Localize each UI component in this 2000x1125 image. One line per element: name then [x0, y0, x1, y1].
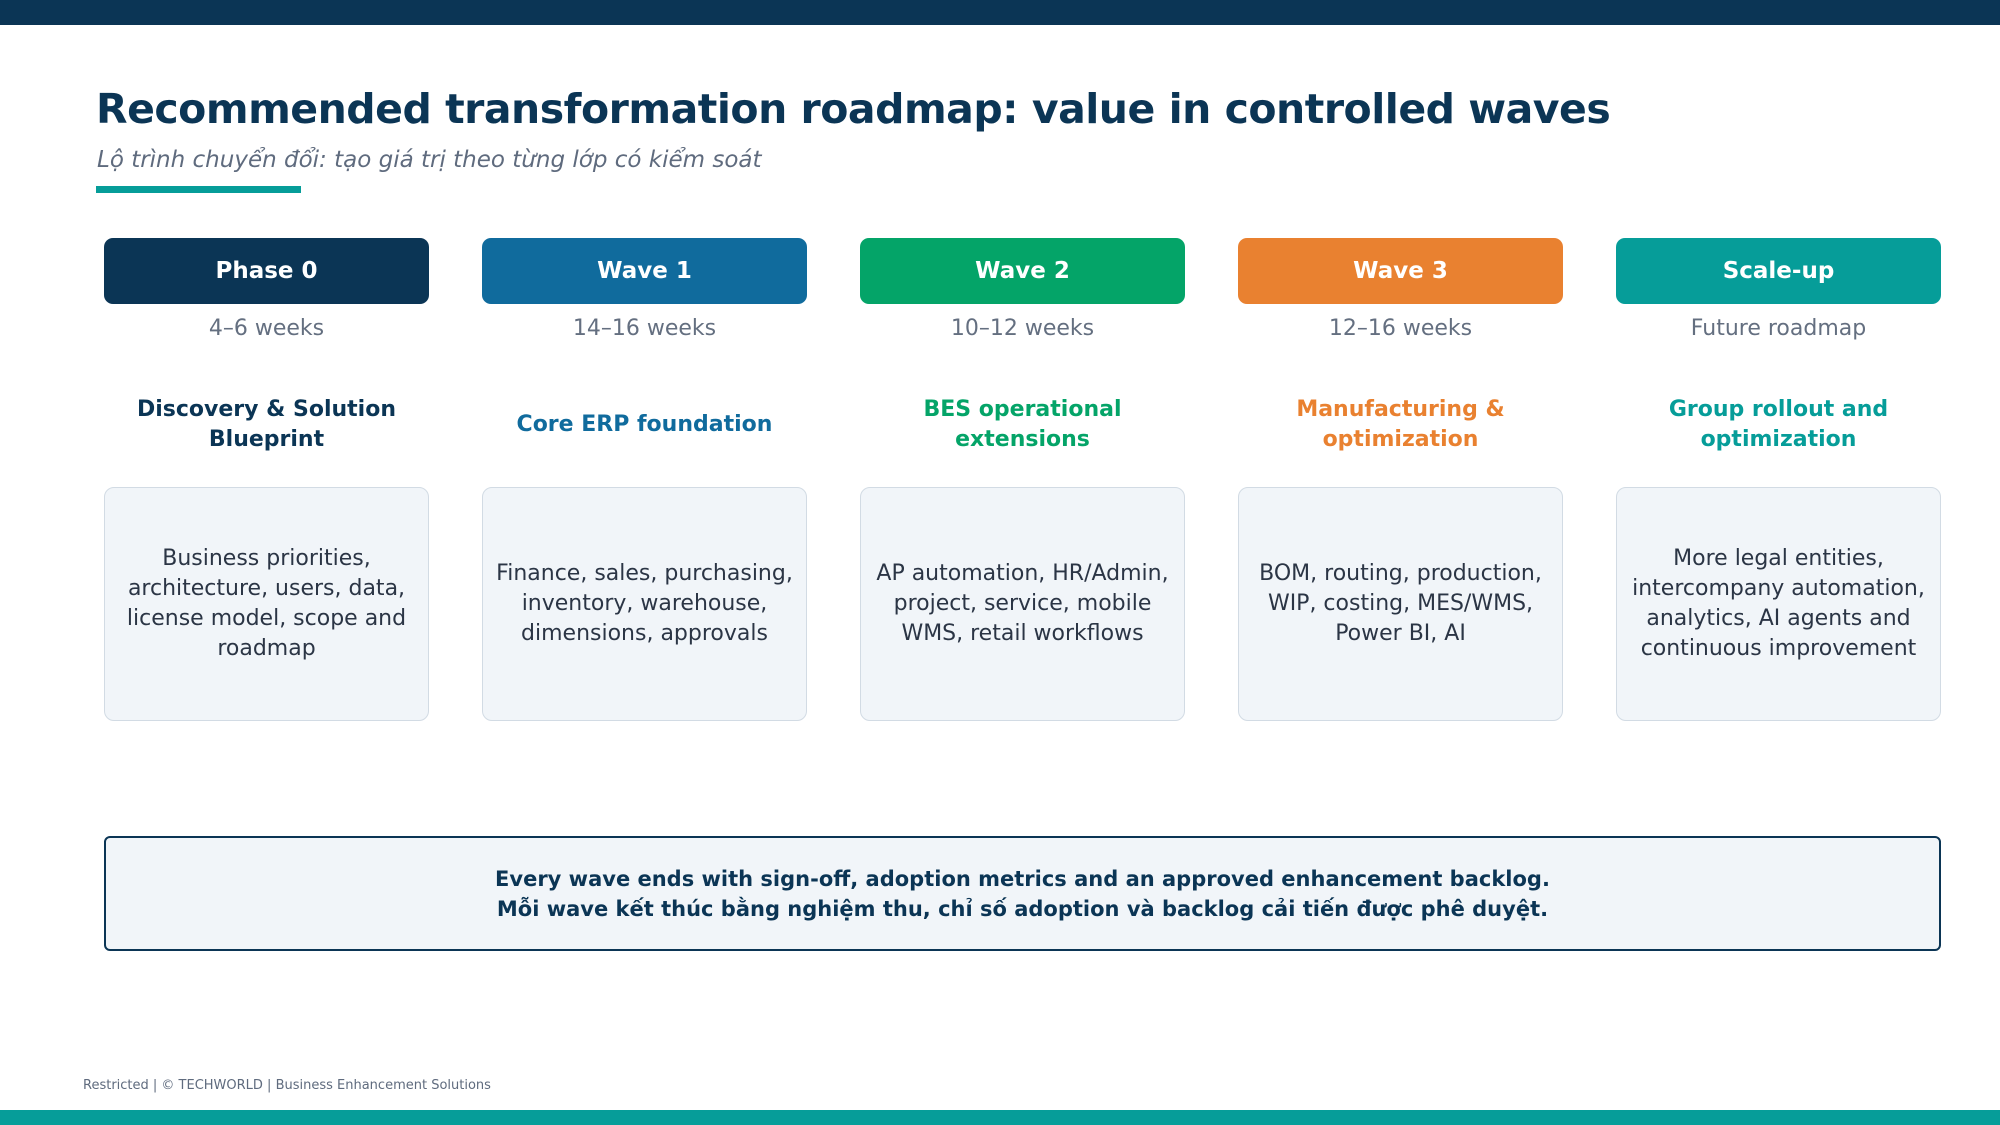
phase-label: Scale-up: [1722, 258, 1835, 284]
phase-description: Finance, sales, purchasing, inventory, w…: [496, 561, 793, 646]
phase-pill: Scale-up: [1616, 238, 1941, 304]
phase-duration: 12–16 weeks: [1328, 316, 1473, 341]
phase-label: Phase 0: [215, 258, 318, 284]
phase-description: AP automation, HR/Admin, project, servic…: [876, 561, 1169, 646]
note-line-english: Every wave ends with sign-off, adoption …: [495, 866, 1550, 891]
governance-note-box: Every wave ends with sign-off, adoption …: [104, 836, 1941, 951]
phase-description-box: Finance, sales, purchasing, inventory, w…: [482, 487, 807, 721]
phase-pill: Wave 1: [482, 238, 807, 304]
phase-pill: Phase 0: [104, 238, 429, 304]
phase-description: More legal entities, intercompany automa…: [1632, 546, 1925, 661]
title-underline: [96, 186, 301, 193]
phase-duration: Future roadmap: [1690, 316, 1867, 341]
phase-duration: 10–12 weeks: [950, 316, 1095, 341]
phase-title: Discovery & Solution Blueprint: [104, 380, 429, 470]
phase-label: Wave 3: [1353, 258, 1448, 284]
slide-subtitle: Lộ trình chuyển đổi: tạo giá trị theo từ…: [97, 147, 762, 173]
phase-title: BES operational extensions: [860, 380, 1185, 470]
phase-title: Group rollout and optimization: [1616, 380, 1941, 470]
phase-description-box: More legal entities, intercompany automa…: [1616, 487, 1941, 721]
phase-label: Wave 2: [975, 258, 1070, 284]
footer-text: Restricted | © TECHWORLD | Business Enha…: [83, 1078, 491, 1093]
phase-title-text: Group rollout and optimization: [1668, 397, 1889, 452]
note-line-vietnamese: Mỗi wave kết thúc bằng nghiệm thu, chỉ s…: [496, 896, 1549, 921]
phase-description-box: Business priorities, architecture, users…: [104, 487, 429, 721]
phase-duration: 4–6 weeks: [208, 316, 325, 341]
phase-description: BOM, routing, production, WIP, costing, …: [1259, 561, 1542, 646]
phase-title: Core ERP foundation: [482, 380, 807, 470]
phase-description: Business priorities, architecture, users…: [126, 546, 407, 661]
phase-title-text: Core ERP foundation: [516, 412, 773, 437]
phase-title-text: BES operational extensions: [923, 397, 1122, 452]
phase-pill: Wave 3: [1238, 238, 1563, 304]
phase-title-text: Manufacturing & optimization: [1296, 397, 1505, 452]
slide-title: Recommended transformation roadmap: valu…: [96, 85, 1611, 133]
phase-title: Manufacturing & optimization: [1238, 380, 1563, 470]
bottom-accent-bar: [0, 1110, 2000, 1125]
phase-pill: Wave 2: [860, 238, 1185, 304]
phase-duration: 14–16 weeks: [572, 316, 717, 341]
phase-description-box: BOM, routing, production, WIP, costing, …: [1238, 487, 1563, 721]
phase-label: Wave 1: [597, 258, 692, 284]
top-accent-bar: [0, 0, 2000, 25]
phase-description-box: AP automation, HR/Admin, project, servic…: [860, 487, 1185, 721]
phase-title-text: Discovery & Solution Blueprint: [136, 397, 396, 452]
